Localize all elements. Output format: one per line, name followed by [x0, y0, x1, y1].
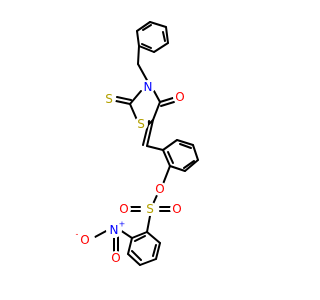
atom-label: S: [146, 202, 154, 216]
atom-label: S: [105, 92, 113, 106]
atom-label: O: [111, 251, 120, 265]
atom-o-nitro-double: O: [109, 251, 123, 265]
atom-o-sulfonyl-left: O: [117, 202, 131, 216]
charge-label: +: [119, 220, 126, 229]
charge-label: -: [76, 230, 79, 239]
atom-label: S: [137, 117, 145, 131]
atom-label: O: [172, 202, 181, 216]
atom-o-ester: O: [153, 182, 167, 196]
atom-o-sulfonyl-right: O: [170, 202, 184, 216]
atom-s-sulfonyl: S: [143, 202, 157, 216]
atom-label: O: [175, 90, 184, 104]
atom-n-ring: N: [141, 80, 155, 94]
chemical-structure-diagram: S N S O O S O O: [76, 21, 199, 266]
atom-label: O: [119, 202, 128, 216]
atom-o-nitro-minus: O -: [76, 230, 95, 247]
atom-labels: S N S O O S O O: [76, 80, 187, 265]
atom-label: O: [155, 182, 164, 196]
atom-label: N: [110, 223, 119, 237]
atom-s-thione: S: [102, 92, 116, 106]
bond-lines: [94, 21, 199, 266]
atom-label: O: [80, 233, 89, 247]
atom-n-nitro: N +: [106, 220, 126, 238]
atom-o-carbonyl: O: [173, 90, 187, 104]
atom-label: N: [144, 80, 153, 94]
atom-s-ring: S: [134, 117, 148, 131]
